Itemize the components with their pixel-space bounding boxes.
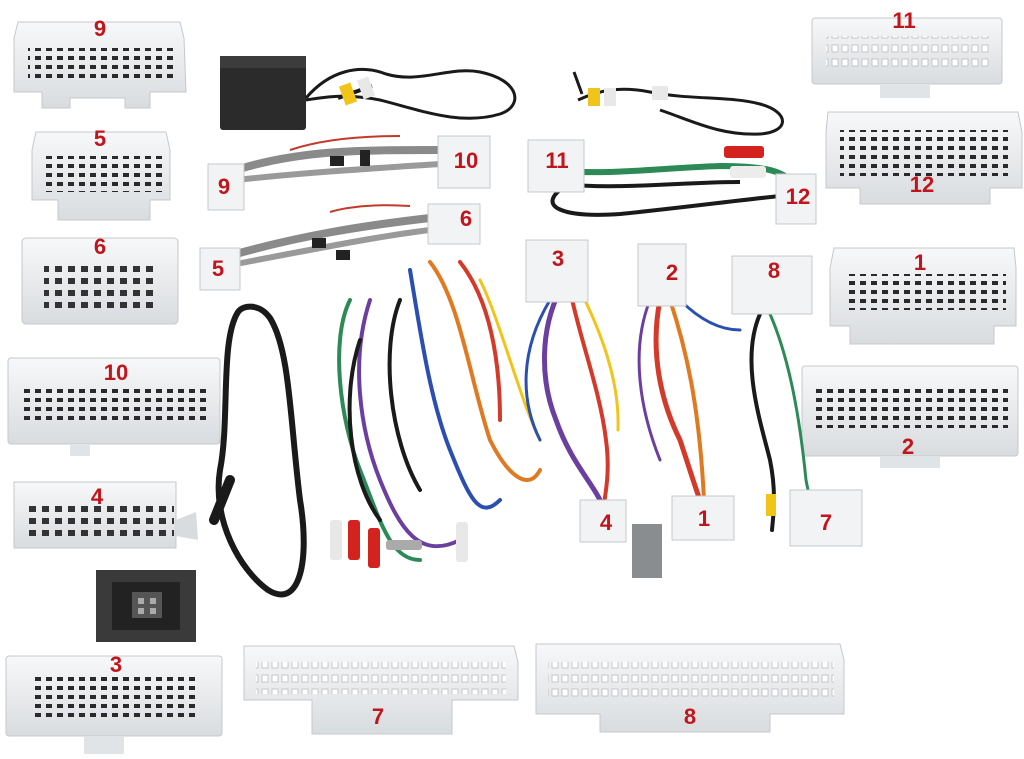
label-connector-6: 6 xyxy=(93,234,107,259)
label-connector-9: 9 xyxy=(93,16,107,41)
plug-9 xyxy=(207,163,245,211)
control-box xyxy=(220,56,306,130)
harness-green-11-12 xyxy=(550,146,793,217)
connector-9 xyxy=(13,21,187,109)
label-connector-2: 2 xyxy=(901,434,915,459)
label-connector-8: 8 xyxy=(683,704,697,729)
plug-11 xyxy=(527,139,585,193)
audio-plugs xyxy=(330,520,468,568)
plug-5 xyxy=(199,247,241,291)
label-harness-4: 4 xyxy=(599,510,613,535)
rca-cable-left xyxy=(304,67,517,120)
connector-6 xyxy=(21,237,179,325)
plug-3 xyxy=(525,239,589,303)
label-connector-11: 11 xyxy=(892,8,916,33)
label-connector-12: 12 xyxy=(909,172,935,197)
label-harness-9: 9 xyxy=(217,174,231,199)
connector-7 xyxy=(243,645,519,735)
label-harness-12: 12 xyxy=(785,184,811,209)
label-connector-4: 4 xyxy=(90,484,104,509)
label-connector-10: 10 xyxy=(103,360,129,385)
plug-grey xyxy=(632,524,662,578)
label-harness-5: 5 xyxy=(211,256,225,281)
connector-12 xyxy=(825,111,1023,205)
harness-grey-5-6 xyxy=(234,204,431,267)
harness-grey-9-10 xyxy=(234,135,441,183)
plug-4 xyxy=(579,499,627,543)
label-harness-8: 8 xyxy=(767,258,781,283)
plug-10 xyxy=(437,135,491,189)
label-connector-1: 1 xyxy=(913,250,927,275)
label-harness-2: 2 xyxy=(665,260,679,285)
connector-1 xyxy=(829,247,1017,345)
plug-12 xyxy=(775,173,817,225)
label-harness-3: 3 xyxy=(551,246,565,271)
label-connector-7: 7 xyxy=(371,704,385,729)
rca-cable-right xyxy=(572,71,784,136)
connector-5 xyxy=(31,131,171,221)
plug-1 xyxy=(671,495,735,541)
connector-11 xyxy=(811,17,1003,98)
label-harness-1: 1 xyxy=(697,506,711,531)
label-harness-11: 11 xyxy=(545,148,569,173)
connector-4 xyxy=(13,481,198,549)
connector-8 xyxy=(535,643,845,733)
plug-8 xyxy=(731,255,813,315)
connector-3 xyxy=(5,655,223,754)
label-harness-6: 6 xyxy=(459,206,473,231)
label-harness-10: 10 xyxy=(453,148,479,173)
label-connector-3: 3 xyxy=(109,652,123,677)
plug-2 xyxy=(637,243,687,307)
plug-7 xyxy=(789,489,863,547)
main-harness-bundle xyxy=(209,260,816,598)
connector-10 xyxy=(7,357,221,456)
label-harness-7: 7 xyxy=(819,510,833,535)
connector-black-box xyxy=(96,570,196,642)
label-connector-5: 5 xyxy=(93,126,107,151)
plug-6 xyxy=(427,203,481,245)
connector-2 xyxy=(801,365,1019,468)
